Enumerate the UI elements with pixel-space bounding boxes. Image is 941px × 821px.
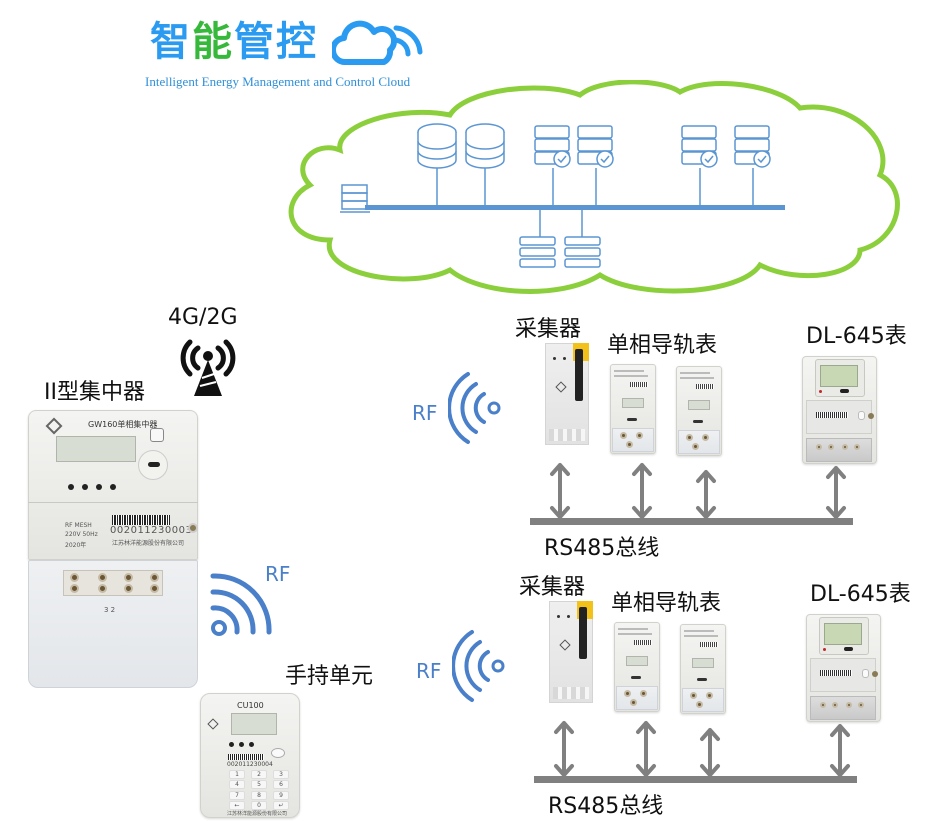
concentrator-maker: 江苏林洋能源股份有限公司 [112,540,185,547]
collector-device [549,601,593,703]
database-icon [465,123,505,205]
server-check-icon [734,125,771,205]
bidirectional-arrow-icon [700,728,720,777]
keypad-key: 1 [229,770,245,779]
collector-group-2: RF 采集器 单相导轨表 DL-645表 [4,258,941,821]
collector-device [545,343,589,445]
bidirectional-arrow-icon [632,463,652,519]
antenna-icon [579,607,587,659]
cloud-wifi-logo-icon [332,20,423,66]
handheld-model: CU100 [237,701,264,710]
dl645-meter-label: DL-645表 [806,324,907,349]
rs485-bus-label: RS485总线 [544,536,660,561]
cell-tower-icon [180,339,236,396]
concentrator-model: GW160单相集中器 [88,420,158,429]
rs485-bus-line [530,518,853,525]
seal-screw [188,523,198,533]
concentrator-display [56,436,136,462]
bidirectional-arrow-icon [696,470,716,519]
rack-server-icon [564,210,601,268]
concentrator-device: GW160单相集中器 RF MESH 220V 50Hz 2020年 00201… [8,410,198,688]
gateway-server-icon [340,184,370,213]
rf-label: RF [416,659,442,683]
concentrator-rf-mesh: RF MESH [65,522,92,529]
bidirectional-arrow-icon [830,724,850,777]
handheld-display [231,713,277,735]
keypad-key: ↵ [273,800,289,810]
concentrator-label: II型集中器 [44,380,145,405]
rail-meter-device [680,624,726,714]
logo-title: 智能管控 [150,18,318,66]
handheld-serial: 002011230004 [227,761,273,768]
rf-broadcast-icon [448,372,501,444]
bus-connection-arrows [550,463,846,519]
concentrator-year: 2020年 [65,542,87,549]
keypad-key: ← [229,800,245,810]
keypad-key: 0 [251,800,267,810]
bus-connection-arrows [554,721,850,777]
rail-meter-label: 单相导轨表 [607,333,718,358]
dl645-meter-label: DL-645表 [810,582,911,607]
barcode [228,754,264,760]
keypad-key: 4 [229,780,245,790]
cloud-network-diagram [288,80,900,294]
rail-meter-device [676,366,722,456]
logo-subtitle: Intelligent Energy Management and Contro… [145,74,411,89]
concentrator-voltage: 220V 50Hz [65,531,98,538]
keypad-key: 2 [251,770,267,779]
keypad-key: 8 [251,790,267,800]
rf-signal-icon [210,573,272,636]
rail-meter-label: 单相导轨表 [611,591,722,616]
server-check-icon [681,125,718,205]
keypad-key: 7 [229,790,245,800]
keypad-key: 3 [273,770,289,779]
bidirectional-arrow-icon [554,721,574,777]
dl645-display [820,365,858,387]
handheld-ok-button [271,748,285,758]
dl645-display [824,623,862,645]
collector-label: 采集器 [519,575,586,600]
handheld-maker: 江苏林洋能源股份有限公司 [227,811,288,817]
handheld-label: 手持单元 [285,664,374,689]
keypad-key: 5 [251,780,267,790]
program-button [150,428,164,442]
rs485-bus-label: RS485总线 [548,794,664,819]
dl645-meter-device [806,614,881,722]
keypad-key: 9 [273,790,289,800]
server-check-icon [577,125,614,205]
barcode [112,515,170,525]
bidirectional-arrow-icon [636,721,656,777]
antenna-icon [575,349,583,401]
terminal-marks: 3 2 [104,606,116,614]
database-icon [417,123,457,205]
bidirectional-arrow-icon [550,463,570,519]
rs485-bus-line [534,776,857,783]
rail-meter-device [610,364,656,454]
dl645-meter-device [802,356,877,464]
rack-server-icon [519,210,556,268]
uplink-label: 4G/2G [168,305,238,330]
logo-char-1: 智 [150,19,192,65]
keypad-key: 6 [273,780,289,790]
ir-port [148,462,160,467]
logo-char-3: 管控 [234,19,318,65]
collector-label: 采集器 [515,317,582,342]
server-check-icon [534,125,571,205]
handheld-rf-label: RF [265,562,291,586]
rf-broadcast-icon [452,630,505,702]
cloud-network-bus [365,205,785,210]
bidirectional-arrow-icon [826,466,846,519]
rf-label: RF [412,401,438,425]
concentrator-serial: 002011230003 [110,525,193,536]
rail-meter-device [614,622,660,712]
logo-char-2: 能 [192,19,234,65]
